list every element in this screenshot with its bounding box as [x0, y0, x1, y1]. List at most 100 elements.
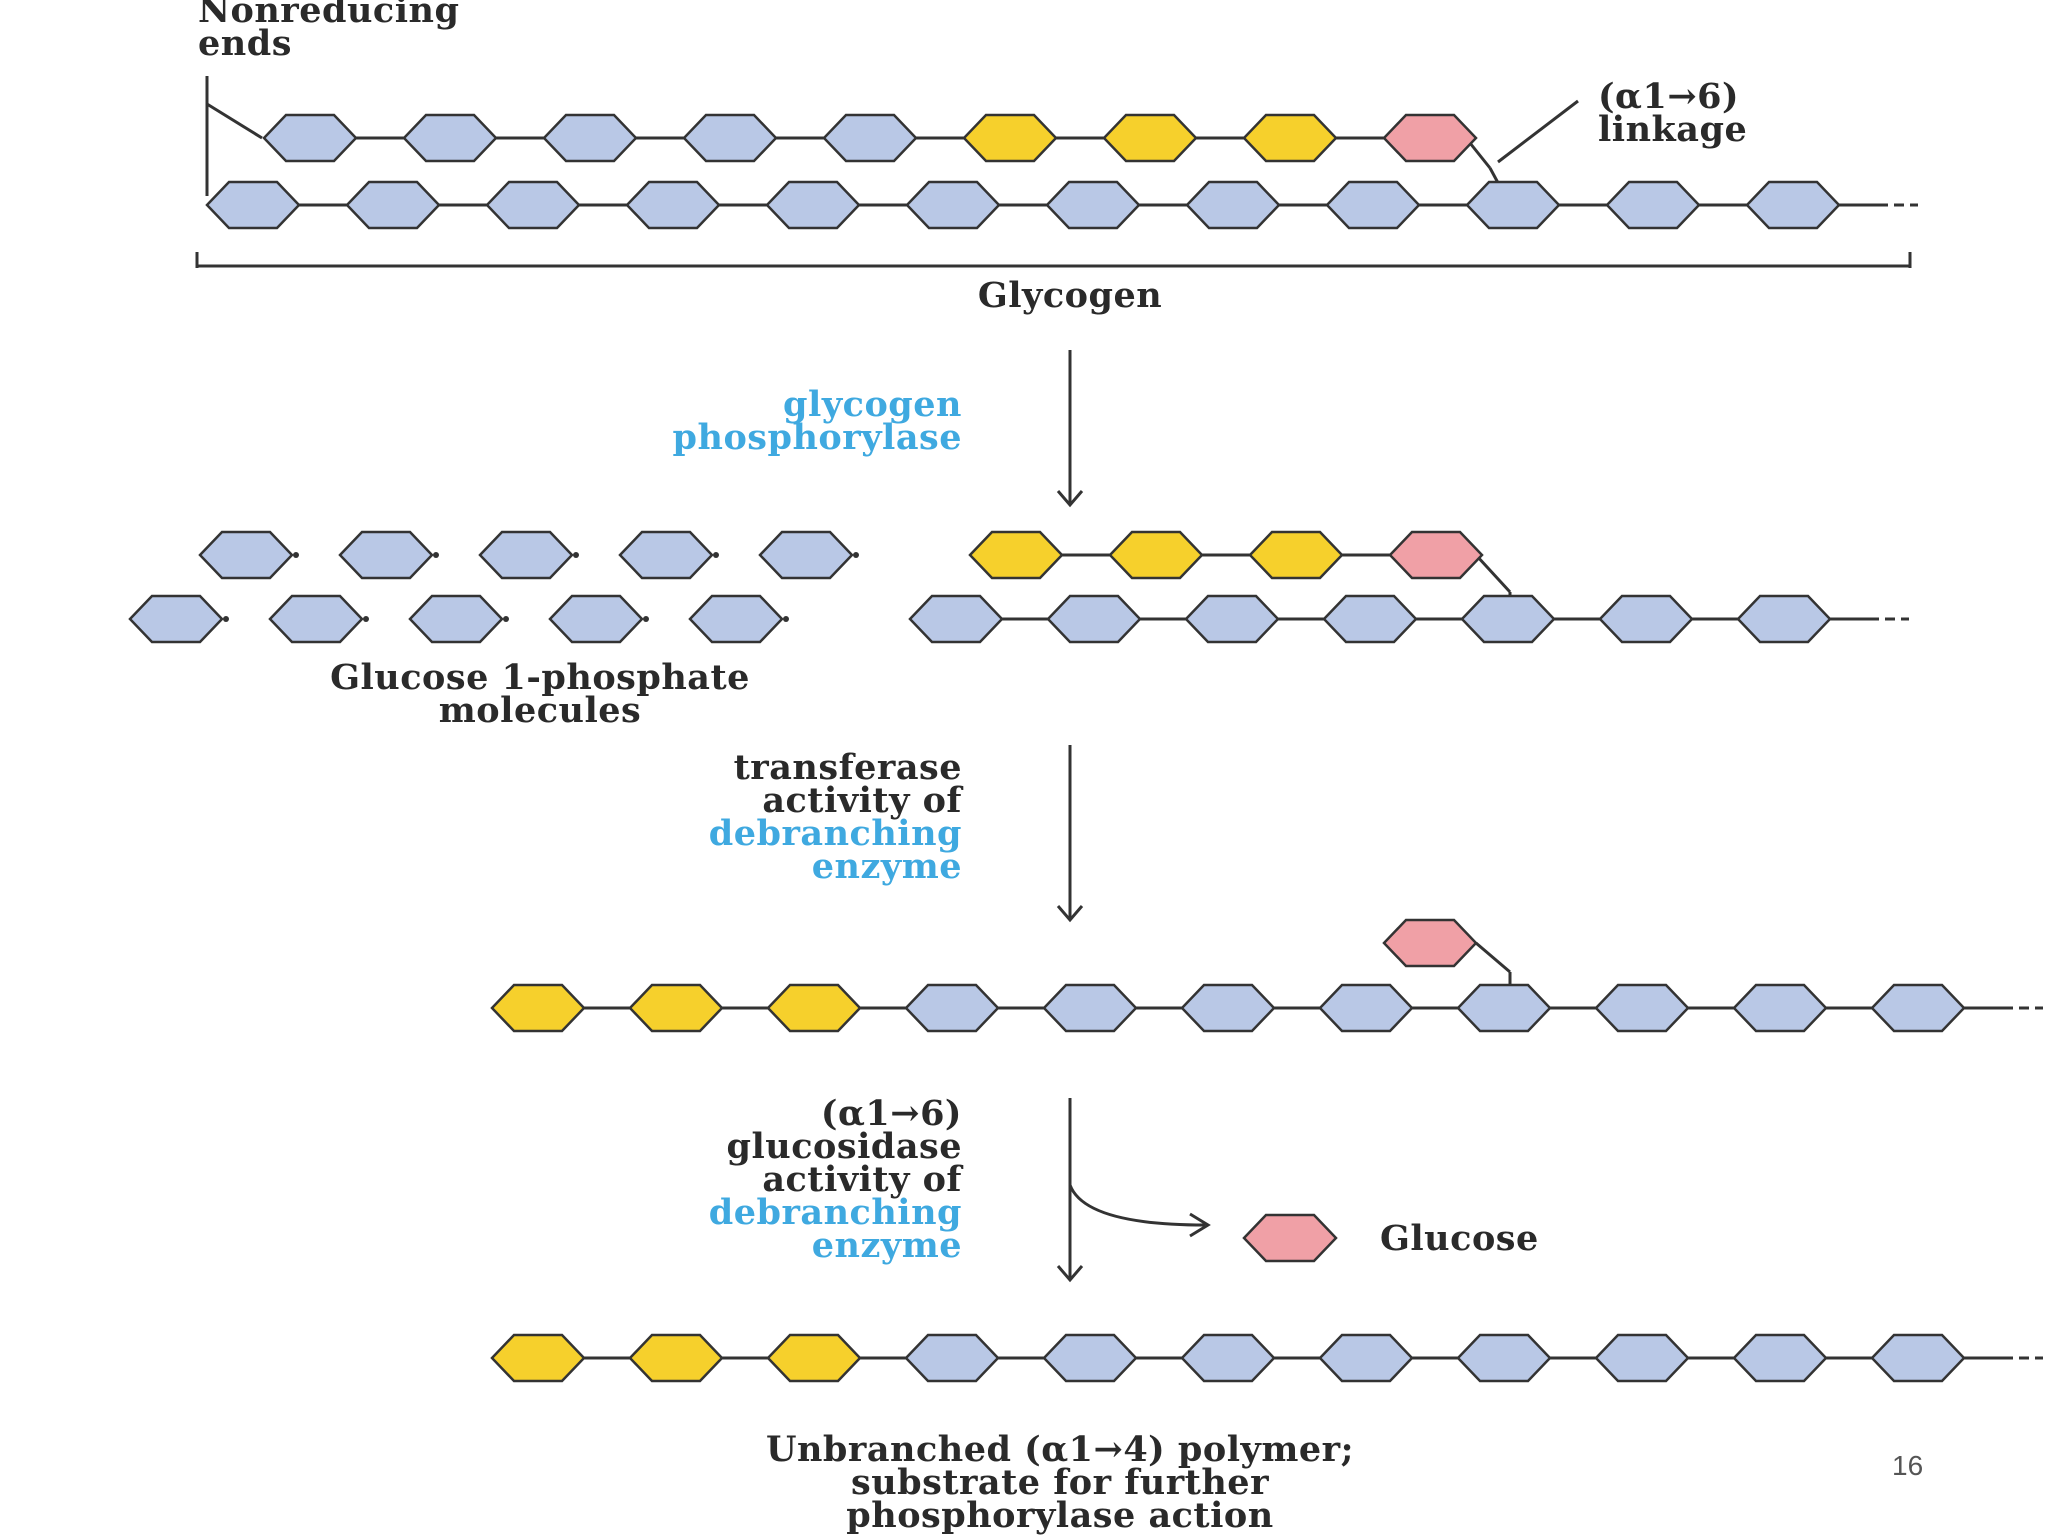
- glucosidase-label-line4: debranching: [708, 1192, 962, 1233]
- nonreducing-ends-label: Nonreducing ends: [198, 0, 460, 64]
- glucose-label: Glucose: [1380, 1218, 1539, 1259]
- yellow-glucose-unit: [1102, 113, 1198, 163]
- product-label: Unbranched (α1→4) polymer; substrate for…: [560, 1429, 1560, 1536]
- phosphorylase-label-line1: glycogen: [783, 384, 962, 425]
- product-label-line2: substrate for further: [850, 1462, 1270, 1503]
- phosphate-dot: [363, 616, 369, 622]
- blue-glucose-unit: [1732, 1333, 1828, 1383]
- glucose-label-text: Glucose: [1380, 1218, 1539, 1259]
- phosphate-dot: [223, 616, 229, 622]
- single-alpha16-glucose: [1382, 918, 1478, 968]
- nonreducing-label-line1: Nonreducing: [198, 0, 460, 31]
- glucose-1-phosphate-unit: [268, 594, 364, 644]
- blue-glucose-unit: [905, 180, 1001, 230]
- yellow-glucose-unit: [628, 983, 724, 1033]
- phosphate-dot: [643, 616, 649, 622]
- blue-glucose-unit: [1465, 180, 1561, 230]
- step2-arrow-head: [1056, 905, 1084, 923]
- blue-glucose-unit: [1180, 1333, 1276, 1383]
- glycogen-label: Glycogen: [860, 275, 1280, 316]
- release-arrow-head: [1189, 1212, 1211, 1238]
- yellow-glucose-unit: [490, 983, 586, 1033]
- blue-glucose-unit: [908, 594, 1004, 644]
- glucose-1-phosphate-unit: [618, 530, 714, 580]
- transferase-label-line2: activity of: [762, 780, 962, 821]
- blue-glucose-unit: [1456, 983, 1552, 1033]
- glucose-1-phosphate-unit: [548, 594, 644, 644]
- yellow-glucose-unit: [968, 530, 1064, 580]
- yellow-glucose-unit: [490, 1333, 586, 1383]
- blue-glucose-unit: [1185, 180, 1281, 230]
- blue-glucose-unit: [1046, 594, 1142, 644]
- branch-connector: [1474, 553, 1512, 594]
- blue-glucose-unit: [1456, 1333, 1552, 1383]
- blue-glucose-unit: [205, 180, 301, 230]
- blue-glucose-unit: [1045, 180, 1141, 230]
- blue-glucose-unit: [1180, 983, 1276, 1033]
- transferase-label-line1: transferase: [733, 747, 962, 788]
- step3-arrow-head: [1056, 1265, 1084, 1283]
- glucose-1-phosphate-unit: [758, 530, 854, 580]
- glycogen-label-text: Glycogen: [977, 275, 1163, 316]
- pink-glucose-unit: [1388, 530, 1484, 580]
- branch-connector: [1475, 941, 1511, 974]
- linkage-label-line1: (α1→6): [1598, 76, 1740, 117]
- blue-glucose-unit: [262, 113, 358, 163]
- page-number: 16: [1892, 1450, 1924, 1481]
- phosphorylase-label-line2: phosphorylase: [672, 417, 962, 458]
- blue-glucose-unit: [1732, 983, 1828, 1033]
- glucose-1-phosphate-unit: [688, 594, 784, 644]
- glucose-1-phosphate-label: Glucose 1-phosphate molecules: [180, 660, 900, 731]
- nonreducing-label-line2: ends: [198, 23, 292, 64]
- phosphorylase-label: glycogen phosphorylase: [500, 384, 962, 458]
- blue-glucose-unit: [1605, 180, 1701, 230]
- alpha16-linkage-label: (α1→6) linkage: [1598, 76, 1748, 150]
- blue-glucose-unit: [625, 180, 721, 230]
- yellow-glucose-unit: [962, 113, 1058, 163]
- phosphate-dot: [783, 616, 789, 622]
- yellow-glucose-unit: [1242, 113, 1338, 163]
- blue-glucose-unit: [542, 113, 638, 163]
- g1p-label-line2: molecules: [438, 690, 642, 731]
- blue-glucose-unit: [1594, 1333, 1690, 1383]
- blue-glucose-unit: [1745, 180, 1841, 230]
- yellow-glucose-unit: [1248, 530, 1344, 580]
- step1-arrow-head: [1056, 490, 1084, 508]
- glucosidase-label-line5: enzyme: [811, 1225, 962, 1266]
- blue-glucose-unit: [1870, 1333, 1966, 1383]
- blue-glucose-unit: [822, 113, 918, 163]
- blue-glucose-unit: [1042, 1333, 1138, 1383]
- glucose-1-phosphate-unit: [198, 530, 294, 580]
- phosphate-dot: [433, 552, 439, 558]
- blue-glucose-unit: [682, 113, 778, 163]
- blue-glucose-unit: [765, 180, 861, 230]
- blue-glucose-unit: [485, 180, 581, 230]
- blue-glucose-unit: [1594, 983, 1690, 1033]
- blue-glucose-unit: [1460, 594, 1556, 644]
- yellow-glucose-unit: [766, 1333, 862, 1383]
- glucose-1-phosphate-unit: [478, 530, 574, 580]
- blue-glucose-unit: [1598, 594, 1694, 644]
- blue-glucose-unit: [1184, 594, 1280, 644]
- yellow-glucose-unit: [1108, 530, 1204, 580]
- linkage-label-line2: linkage: [1598, 109, 1748, 150]
- glucosidase-label-line2: glucosidase: [726, 1126, 962, 1167]
- phosphate-dot: [503, 616, 509, 622]
- blue-glucose-unit: [1318, 983, 1414, 1033]
- product-label-line3: phosphorylase action: [846, 1495, 1274, 1536]
- product-label-line1: Unbranched (α1→4) polymer;: [765, 1429, 1355, 1470]
- phosphate-dot: [573, 552, 579, 558]
- yellow-glucose-unit: [766, 983, 862, 1033]
- blue-glucose-unit: [1870, 983, 1966, 1033]
- blue-glucose-unit: [1322, 594, 1418, 644]
- transferase-label: transferase activity of debranching enzy…: [500, 747, 962, 884]
- blue-glucose-unit: [904, 983, 1000, 1033]
- phosphate-dot: [293, 552, 299, 558]
- glucose-1-phosphate-unit: [128, 594, 224, 644]
- glucose-1-phosphate-unit: [408, 594, 504, 644]
- blue-glucose-unit: [345, 180, 441, 230]
- glucosidase-label: (α1→6) glucosidase activity of debranchi…: [500, 1096, 962, 1266]
- transferase-label-line3: debranching: [708, 813, 962, 854]
- blue-glucose-unit: [1736, 594, 1832, 644]
